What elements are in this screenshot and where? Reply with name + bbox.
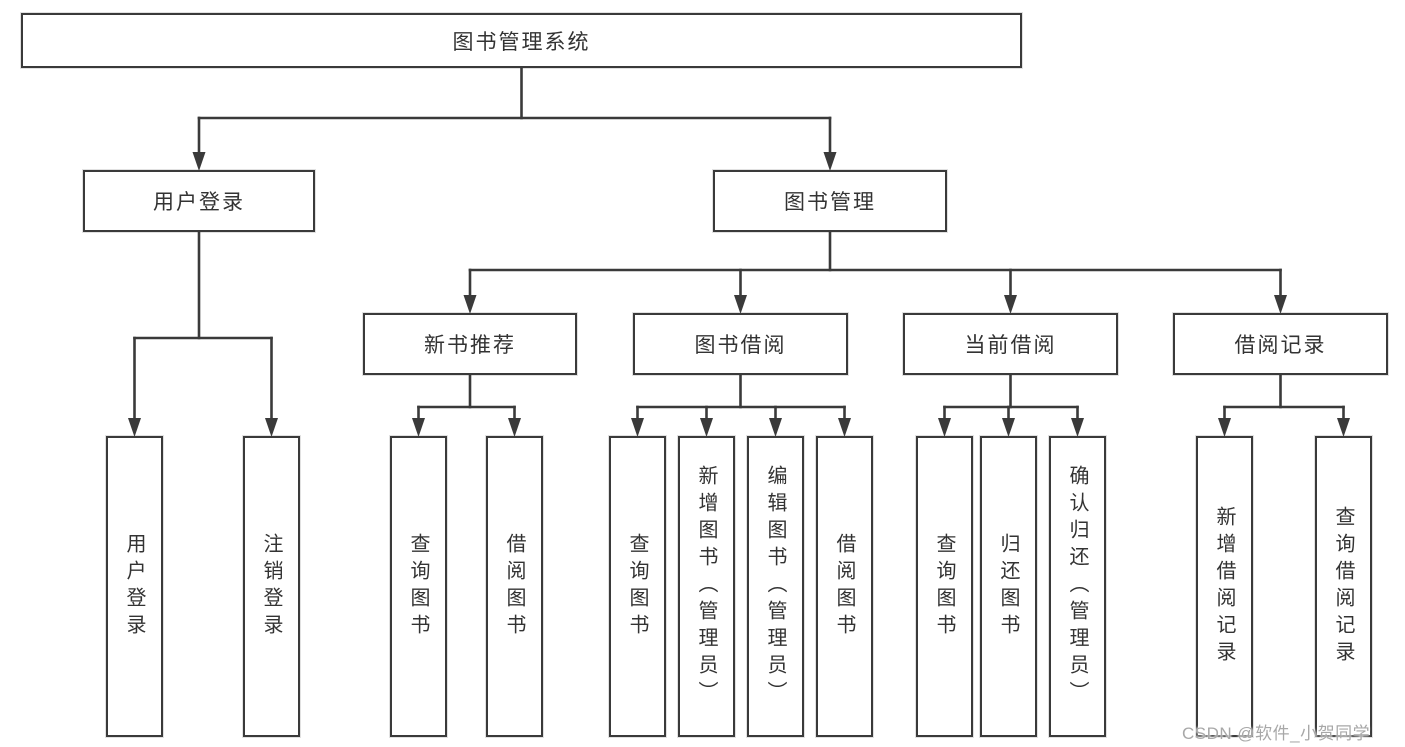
watermark: CSDN @软件_小贺同学 (1182, 724, 1371, 743)
node-leaf-borrow-books-1: 借阅图书 (486, 436, 543, 737)
node-label: 用户登录 (153, 191, 245, 214)
node-borrow-records: 借阅记录 (1173, 313, 1388, 375)
node-new-books: 新书推荐 (363, 313, 577, 375)
node-label: 图书管理 (784, 191, 876, 214)
node-label: 查询图书 (626, 532, 648, 641)
node-label: 新增借阅记录 (1213, 505, 1235, 668)
node-label: 图书借阅 (694, 334, 787, 357)
node-label: 归还图书 (997, 532, 1019, 641)
node-leaf-add-record: 新增借阅记录 (1196, 436, 1253, 737)
node-label: 借阅记录 (1234, 334, 1327, 357)
node-leaf-query-books-2: 查询图书 (609, 436, 666, 737)
node-label: 借阅图书 (503, 532, 525, 641)
node-label: 新书推荐 (424, 334, 516, 357)
node-leaf-edit-books: 编辑图书（管理员） (747, 436, 804, 737)
node-book-borrow: 图书借阅 (633, 313, 848, 375)
node-label: 用户登录 (123, 532, 145, 641)
node-label: 查询图书 (933, 532, 955, 641)
node-user-login: 用户登录 (83, 170, 315, 232)
node-leaf-query-books-3: 查询图书 (916, 436, 973, 737)
node-current-borrow: 当前借阅 (903, 313, 1118, 375)
node-leaf-logout: 注销登录 (243, 436, 300, 737)
node-label: 查询借阅记录 (1332, 505, 1354, 668)
node-book-mgmt: 图书管理 (713, 170, 947, 232)
node-leaf-user-login: 用户登录 (106, 436, 163, 737)
node-label: 新增图书（管理员） (695, 465, 717, 708)
node-leaf-borrow-books-2: 借阅图书 (816, 436, 873, 737)
node-label: 借阅图书 (833, 532, 855, 641)
node-label: 编辑图书（管理员） (764, 465, 786, 708)
node-label: 当前借阅 (964, 334, 1057, 357)
node-leaf-confirm-return: 确认归还（管理员） (1049, 436, 1106, 737)
node-leaf-query-record: 查询借阅记录 (1315, 436, 1372, 737)
node-label: 确认归还（管理员） (1066, 465, 1088, 708)
node-leaf-query-books-1: 查询图书 (390, 436, 447, 737)
node-label: 注销登录 (260, 532, 282, 641)
node-label: 图书管理系统 (452, 30, 591, 54)
node-root: 图书管理系统 (21, 13, 1022, 68)
node-label: 查询图书 (407, 532, 429, 641)
node-leaf-add-books: 新增图书（管理员） (678, 436, 735, 737)
node-leaf-return-books: 归还图书 (980, 436, 1037, 737)
